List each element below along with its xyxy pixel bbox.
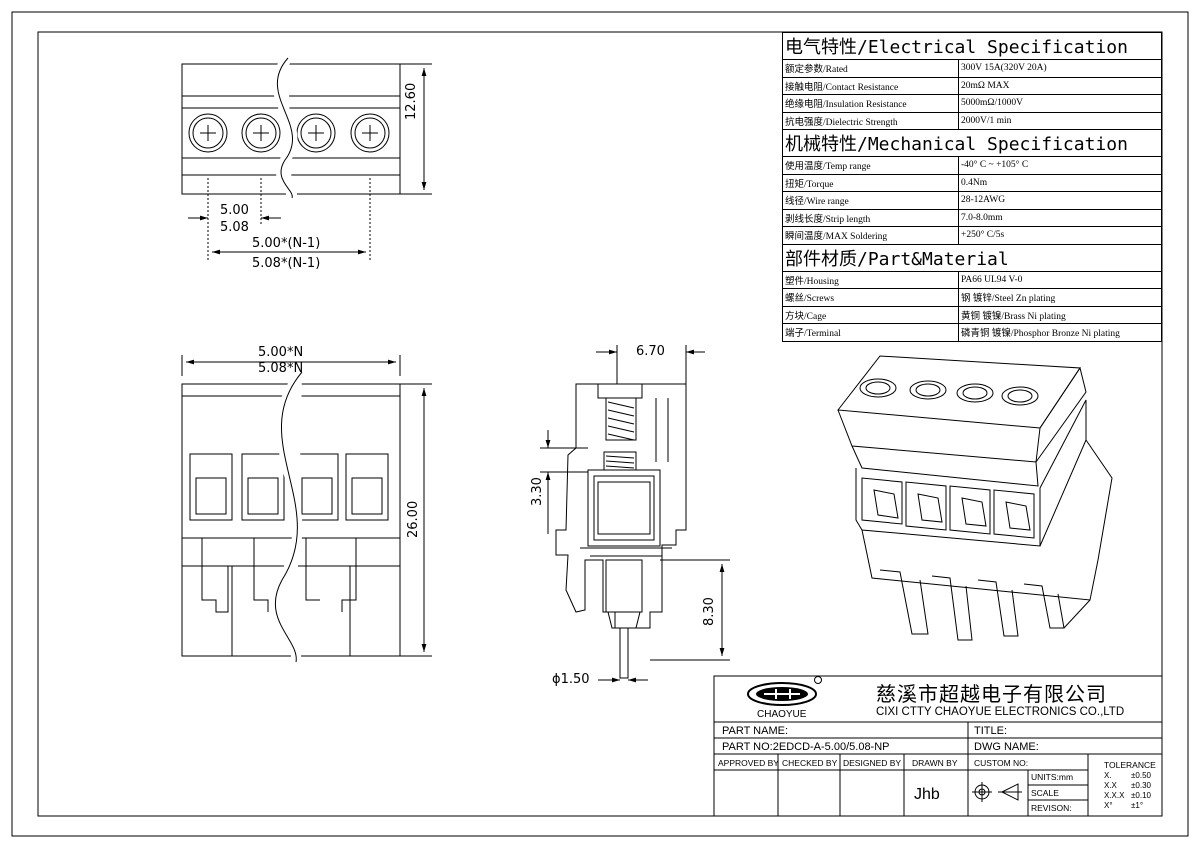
top-view bbox=[181, 54, 432, 262]
spec-value: +250° C/5s bbox=[958, 226, 1162, 245]
custom-no-label: CUSTOM NO: bbox=[974, 758, 1029, 768]
company-name-en: CIXI CTTY CHAOYUE ELECTRONICS CO.,LTD bbox=[876, 706, 1125, 718]
spec-key: 扭矩/Torque bbox=[782, 173, 959, 192]
spec-table: 电气特性/Electrical Specification 额定参数/Rated… bbox=[782, 32, 1162, 342]
spec-key: 线径/Wire range bbox=[782, 191, 959, 210]
tolerance-value: ±0.30 bbox=[1131, 781, 1151, 790]
front-view-latches bbox=[201, 538, 357, 656]
dim-top-height: 12.60 bbox=[404, 82, 419, 120]
tolerance-key: X.X.X bbox=[1104, 791, 1125, 800]
spec-key: 方块/Cage bbox=[782, 305, 959, 324]
company-name-cn: 慈溪市超越电子有限公司 bbox=[876, 682, 1107, 706]
isometric-view bbox=[837, 355, 1113, 641]
title-block-grid bbox=[713, 675, 1163, 817]
tolerance-value: ±0.50 bbox=[1131, 771, 1151, 780]
spec-value: 钢 镀锌/Steel Zn plating bbox=[958, 288, 1162, 307]
scale-label: SCALE bbox=[1031, 788, 1059, 798]
title-label: TITLE: bbox=[974, 725, 1008, 737]
tolerance-key: X.X bbox=[1104, 781, 1117, 790]
dim-side-width: 6.70 bbox=[636, 344, 665, 359]
tolerance-value: ±0.10 bbox=[1131, 791, 1151, 800]
spec-section-title: 部件材质/Part&Material bbox=[782, 243, 1162, 272]
spec-key: 额定参数/Rated bbox=[782, 59, 959, 78]
tolerance-title: TOLERANCE bbox=[1104, 760, 1156, 770]
spec-key: 绝缘电阻/Insulation Resistance bbox=[782, 94, 959, 113]
spec-key: 剥线长度/Strip length bbox=[782, 208, 959, 227]
inner-border bbox=[37, 31, 1163, 817]
dim-pitch-500: 5.00 bbox=[220, 203, 249, 218]
drawn-by-label: DRAWN BY bbox=[912, 758, 958, 768]
spec-value: 黄铜 镀镍/Brass Ni plating bbox=[958, 305, 1162, 324]
tolerance-value: ±1° bbox=[1131, 801, 1144, 810]
dim-side-pin-dia: ϕ1.50 bbox=[552, 672, 590, 687]
side-view bbox=[540, 345, 730, 683]
tolerance-key: X° bbox=[1104, 801, 1113, 810]
company-logo bbox=[747, 676, 822, 706]
spec-key: 抗电强度/Dielectric Strength bbox=[782, 111, 959, 130]
spec-value: 2000V/1 min bbox=[958, 111, 1162, 130]
dwg-name-label: DWG NAME: bbox=[974, 741, 1039, 753]
spec-section-title: 电气特性/Electrical Specification bbox=[782, 32, 1162, 60]
designed-by-label: DESIGNED BY bbox=[843, 758, 902, 768]
tolerance-key: X. bbox=[1104, 771, 1112, 780]
spec-key: 瞬间温度/MAX Soldering bbox=[782, 226, 959, 245]
approved-by-label: APPROVED BY bbox=[718, 758, 779, 768]
checked-by-label: CHECKED BY bbox=[782, 758, 838, 768]
spec-value: 磷青铜 镀镍/Phosphor Bronze Ni plating bbox=[958, 323, 1162, 342]
units-label: UNITS:mm bbox=[1031, 772, 1074, 782]
spec-value: 7.0-8.0mm bbox=[958, 208, 1162, 227]
part-name-label: PART NAME: bbox=[722, 725, 789, 737]
front-view-wire-entries bbox=[189, 453, 389, 521]
spec-value: PA66 UL94 V-0 bbox=[958, 270, 1162, 289]
dim-front-height: 26.00 bbox=[406, 500, 421, 538]
dim-pitch-508: 5.08 bbox=[220, 220, 249, 235]
outer-border bbox=[11, 11, 1189, 837]
spec-value: 0.4Nm bbox=[958, 173, 1162, 192]
spec-value: 5000mΩ/1000V bbox=[958, 94, 1162, 113]
spec-value: -40° C ~ +105° C bbox=[958, 156, 1162, 175]
dim-front-width-500: 5.00*N bbox=[258, 345, 304, 360]
dim-side-opening: 3.30 bbox=[530, 477, 545, 506]
spec-key: 螺丝/Screws bbox=[782, 288, 959, 307]
dim-total-500: 5.00*(N-1) bbox=[252, 236, 321, 251]
dim-total-508: 5.08*(N-1) bbox=[252, 256, 321, 271]
spec-value: 20mΩ MAX bbox=[958, 76, 1162, 95]
part-no: PART NO:2EDCD-A-5.00/5.08-NP bbox=[722, 741, 890, 753]
dim-front-width-508: 5.08*N bbox=[258, 361, 304, 376]
spec-key: 使用温度/Temp range bbox=[782, 156, 959, 175]
drawn-by-value: Jhb bbox=[914, 786, 940, 803]
front-view bbox=[181, 355, 432, 663]
spec-section-title: 机械特性/Mechanical Specification bbox=[782, 129, 1162, 157]
revision-label: REVISON: bbox=[1031, 803, 1072, 813]
dim-side-pin-length: 8.30 bbox=[702, 597, 717, 626]
spec-key: 塑件/Housing bbox=[782, 270, 959, 289]
spec-key: 端子/Terminal bbox=[782, 323, 959, 342]
spec-value: 300V 15A(320V 20A) bbox=[958, 59, 1162, 78]
spec-key: 接触电阻/Contact Resistance bbox=[782, 76, 959, 95]
logo-text: CHAOYUE bbox=[757, 709, 807, 720]
spec-value: 28-12AWG bbox=[958, 191, 1162, 210]
